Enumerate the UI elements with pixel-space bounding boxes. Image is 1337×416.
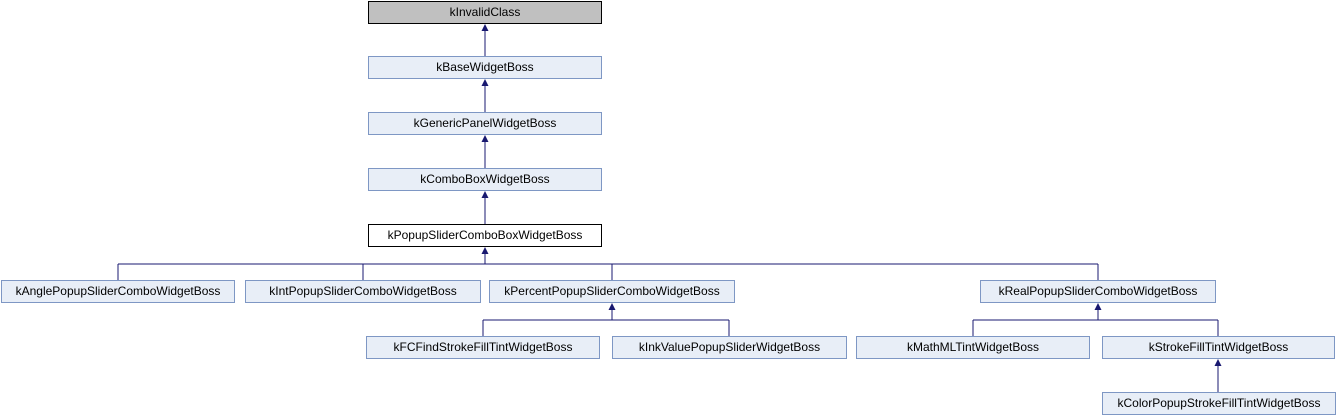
class-node-kinkvaluepopupsliderwidgetboss[interactable]: kInkValuePopupSliderWidgetBoss	[612, 336, 847, 359]
class-node-kanglepopupslidercombowidgetboss[interactable]: kAnglePopupSliderComboWidgetBoss	[1, 280, 235, 303]
inheritance-edges-children-of-popupslider	[117, 247, 1099, 280]
inheritance-edges-children-of-percent	[482, 303, 730, 336]
inheritance-edges-children-of-real	[972, 303, 1219, 336]
class-node-kcolorpopupstrokefilltintwidgetboss[interactable]: kColorPopupStrokeFillTintWidgetBoss	[1102, 392, 1336, 415]
class-node-kfcfindstrokefilltintwidgetboss[interactable]: kFCFindStrokeFillTintWidgetBoss	[366, 336, 600, 359]
inheritance-edge-base-to-invalid	[481, 24, 489, 56]
class-node-kstrokefilltintwidgetboss[interactable]: kStrokeFillTintWidgetBoss	[1102, 336, 1335, 359]
inheritance-edge-genericpanel-to-base	[481, 79, 489, 112]
class-node-kpopupslidercomboboxwidgetboss: kPopupSliderComboBoxWidgetBoss	[368, 224, 602, 247]
class-node-kintpopupslidercombowidgetboss[interactable]: kIntPopupSliderComboWidgetBoss	[245, 280, 481, 303]
inheritance-edge-popupslider-to-combobox	[481, 191, 489, 224]
class-node-kpercentpopupslidercombowidgetboss[interactable]: kPercentPopupSliderComboWidgetBoss	[489, 280, 735, 303]
class-node-krealpopupslidercombowidgetboss[interactable]: kRealPopupSliderComboWidgetBoss	[980, 280, 1216, 303]
class-node-kbasewidgetboss[interactable]: kBaseWidgetBoss	[368, 56, 602, 79]
class-node-kinvalidclass: kInvalidClass	[368, 1, 602, 24]
class-node-kgenericpanelwidgetboss[interactable]: kGenericPanelWidgetBoss	[368, 112, 602, 135]
class-node-kcomboboxwidgetboss[interactable]: kComboBoxWidgetBoss	[368, 168, 602, 191]
class-node-kmathmltintwidgetboss[interactable]: kMathMLTintWidgetBoss	[856, 336, 1090, 359]
inheritance-edge-combobox-to-genericpanel	[481, 135, 489, 168]
inheritance-edge-colorpopup-to-strokefill	[1214, 359, 1222, 392]
